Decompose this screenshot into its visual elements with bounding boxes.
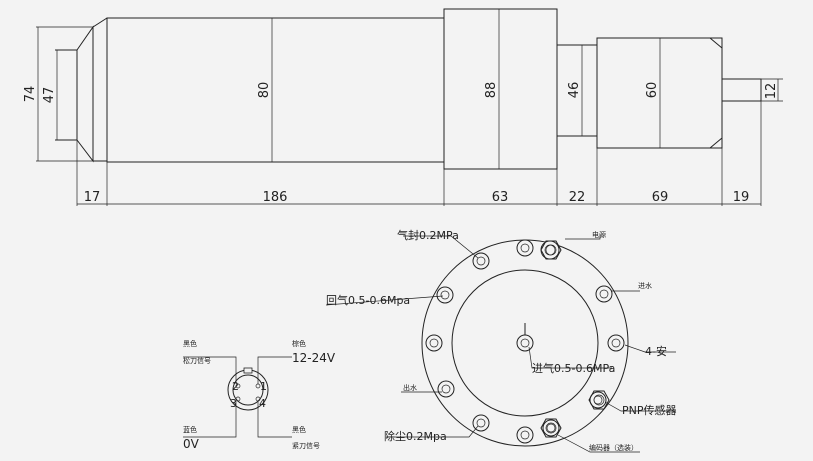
main-body <box>106 17 445 163</box>
air-in-label: 进气0.5-0.6MPa <box>532 361 615 375</box>
dim-80: 80 <box>257 82 272 99</box>
water-out-label: 出水 <box>403 383 417 392</box>
dim-69: 69 <box>652 190 669 205</box>
return-air-label: 回气0.5-0.6Mpa <box>326 293 410 307</box>
pnp-sensor-label: PNP传感器 <box>622 404 677 417</box>
wire-brown-label: 棕色 <box>292 339 306 348</box>
dim-12: 12 <box>764 83 779 100</box>
wire-black2-label: 黑色 <box>292 425 306 434</box>
mount-holes-label: 4-安 <box>645 344 667 358</box>
mount-holes <box>425 239 625 444</box>
dim-63: 63 <box>492 190 509 205</box>
front-cone <box>76 25 94 163</box>
output-shaft <box>721 78 762 102</box>
power-label: 电源 <box>592 230 606 239</box>
dim-46: 46 <box>567 82 582 99</box>
dim-186: 186 <box>263 190 288 205</box>
air-seal-label: 气封0.2MPa <box>397 228 459 242</box>
dim-74: 74 <box>23 86 38 103</box>
dim-60: 60 <box>645 82 660 99</box>
wire-blue-label: 蓝色 <box>183 425 197 434</box>
dim-22: 22 <box>569 190 586 205</box>
encoder-fitting <box>540 418 562 438</box>
encoder-label: 编码器（选装） <box>589 443 638 452</box>
dust-removal-label: 除尘0.2Mpa <box>384 429 447 443</box>
connector-pinout: 2 1 3 4 黑色 松刀信号 棕色 12-24V 蓝色 0V 黑色 紧刀信号 <box>183 339 336 451</box>
dim-19: 19 <box>733 190 750 205</box>
pin-3: 3 <box>230 397 237 410</box>
pnp-fitting <box>588 390 610 410</box>
dim-47: 47 <box>42 87 57 104</box>
dim-17: 17 <box>84 190 101 205</box>
power-fitting <box>540 240 562 260</box>
pin-4: 4 <box>259 397 266 410</box>
supply-voltage-label: 12-24V <box>292 351 336 365</box>
rear-body <box>443 8 558 170</box>
water-in-label: 进水 <box>638 281 652 290</box>
flange-inner <box>451 269 599 417</box>
ground-label: 0V <box>183 437 200 451</box>
side-view: 74 47 80 88 46 60 12 17 186 63 22 69 19 <box>23 8 783 206</box>
clamp-signal-label: 紧刀信号 <box>292 441 320 450</box>
rear-view: 气封0.2MPa 电源 回气0.5-0.6Mpa 进水 4-安 进气0.5-0.… <box>325 228 677 453</box>
release-signal-label: 松刀信号 <box>183 356 211 365</box>
wire-black-label: 黑色 <box>183 339 197 348</box>
dim-88: 88 <box>484 82 499 99</box>
pin-2: 2 <box>232 380 239 393</box>
pin-1: 1 <box>260 380 267 393</box>
